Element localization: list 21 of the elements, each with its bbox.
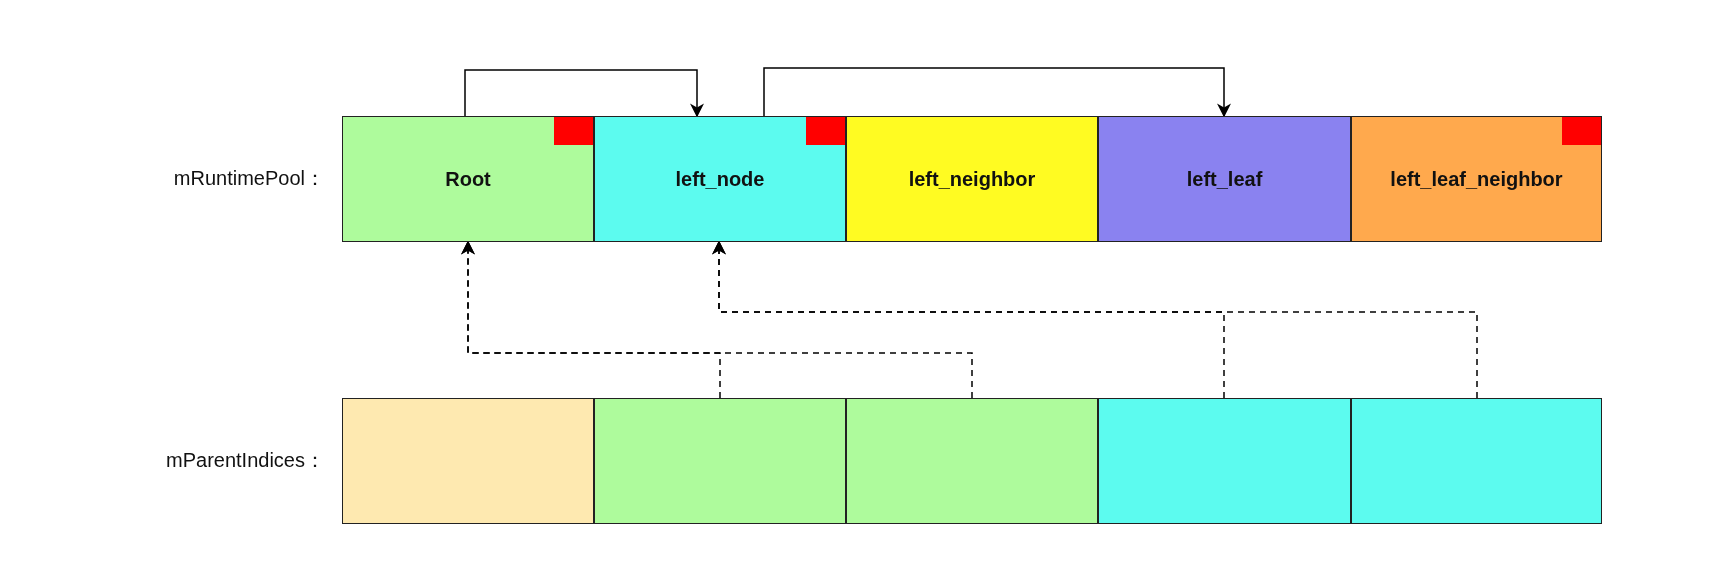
row-label: mRuntimePool： bbox=[173, 165, 325, 191]
memory-cell bbox=[1351, 398, 1602, 524]
memory-cell bbox=[342, 398, 594, 524]
memory-cell bbox=[1098, 116, 1351, 242]
arrow bbox=[763, 67, 1231, 118]
memory-cell bbox=[342, 116, 594, 242]
arrow bbox=[461, 240, 973, 399]
memory-cell bbox=[846, 116, 1098, 242]
cell-label: left_leaf_neighbor bbox=[1390, 167, 1563, 191]
cell-label: left_node bbox=[675, 167, 765, 191]
cell-label: left_leaf bbox=[1186, 167, 1263, 191]
arrow bbox=[712, 240, 1478, 399]
cell-label: Root bbox=[445, 167, 491, 191]
memory-cell bbox=[594, 116, 846, 242]
memory-cell bbox=[846, 398, 1098, 524]
memory-cell bbox=[1098, 398, 1351, 524]
row-label: mParentIndices： bbox=[166, 447, 325, 473]
cell-label: left_neighbor bbox=[908, 167, 1036, 191]
arrow bbox=[464, 69, 704, 118]
memory-cell bbox=[1351, 116, 1602, 242]
memory-cell bbox=[594, 398, 846, 524]
